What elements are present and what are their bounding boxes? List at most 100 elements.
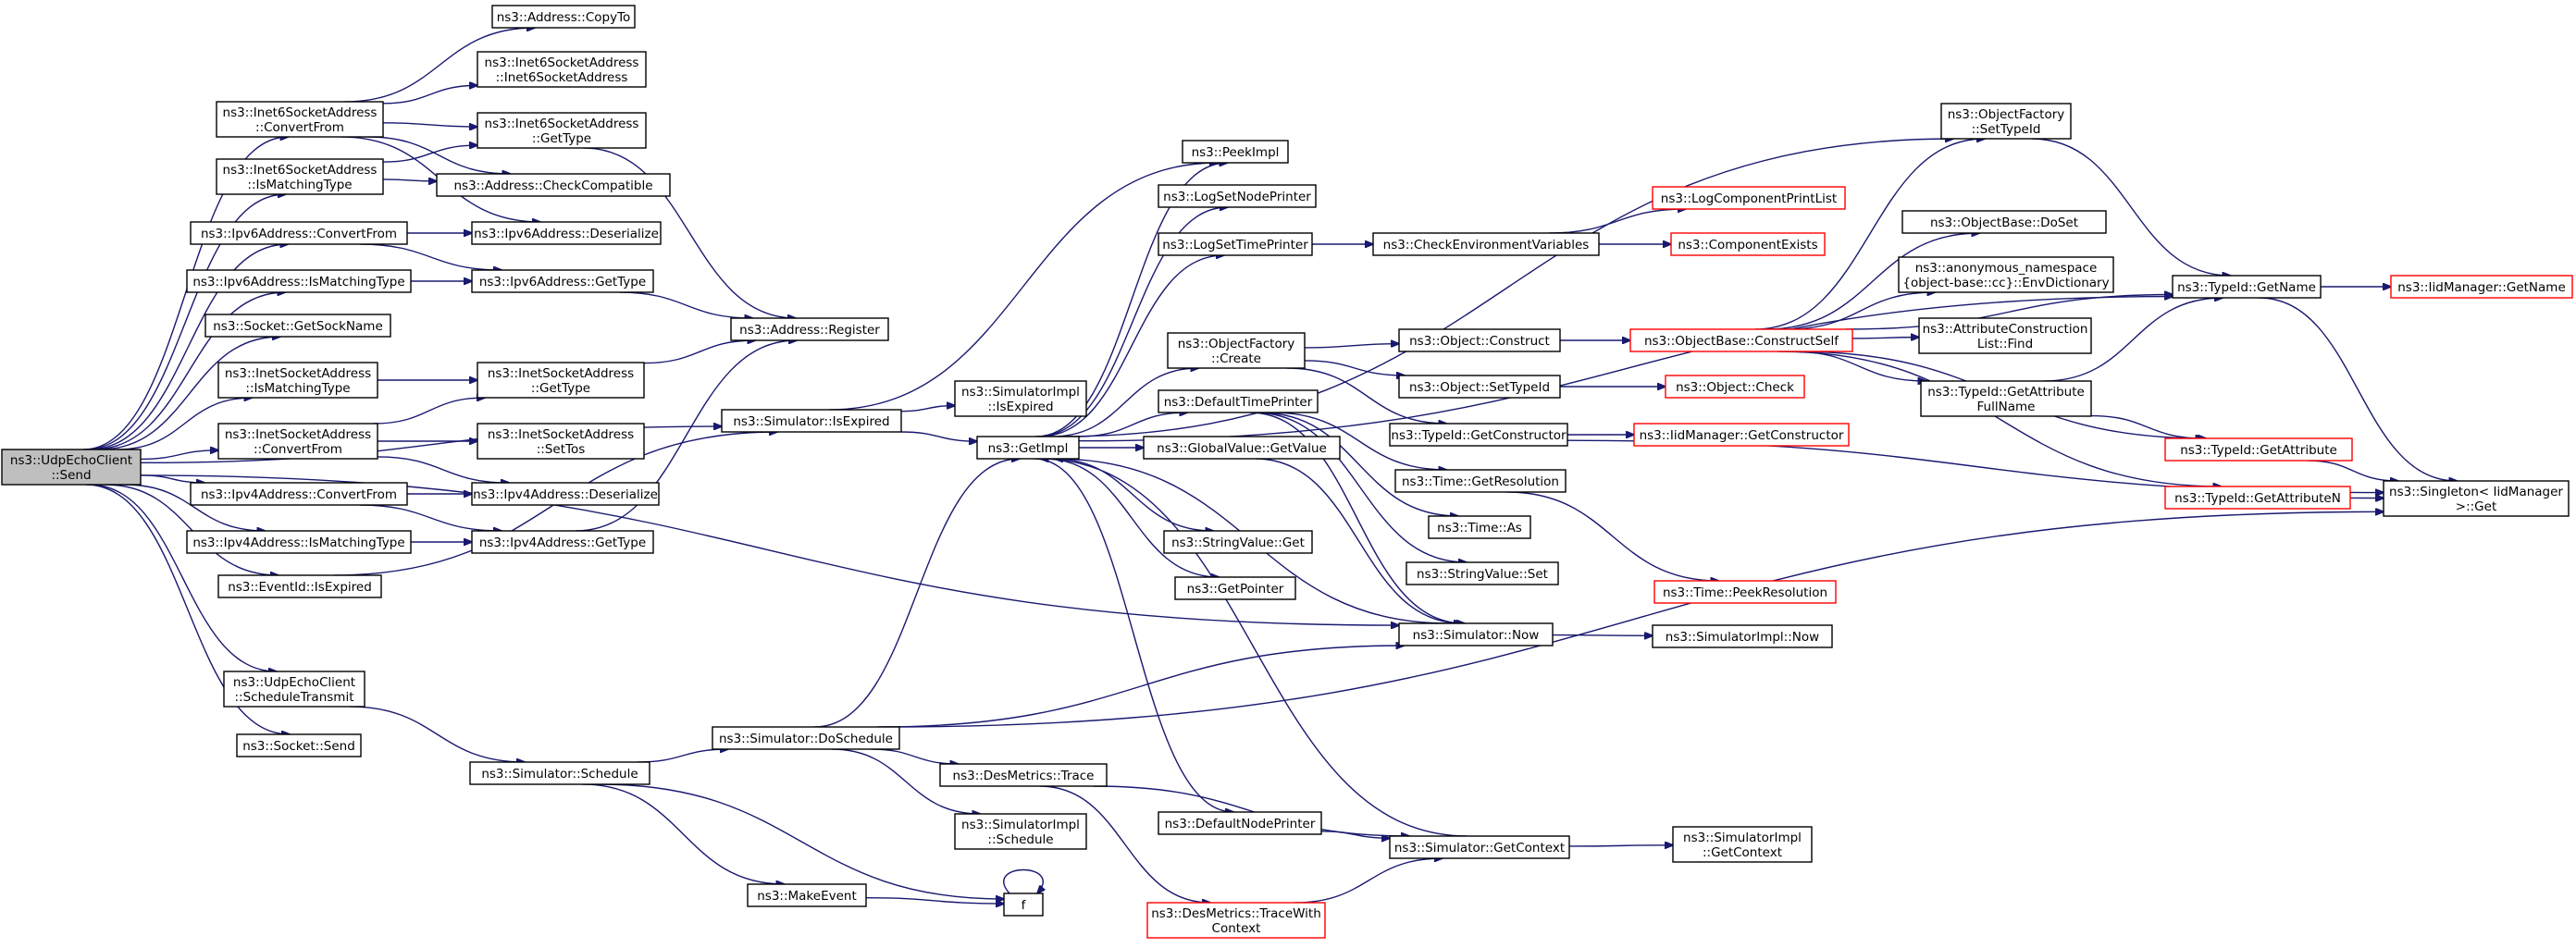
node-defaultnodeprinter[interactable]: ns3::DefaultNodePrinter	[1158, 811, 1322, 835]
node-iidmanager-getconstructor[interactable]: ns3::IidManager::GetConstructor	[1633, 423, 1850, 447]
node-objfactory-settypeid[interactable]: ns3::ObjectFactory::SetTypeId	[1940, 103, 2072, 140]
node-logcomponentprintlist[interactable]: ns3::LogComponentPrintList	[1652, 186, 1846, 210]
node-box	[236, 733, 362, 757]
node-sim-doschedule[interactable]: ns3::Simulator::DoSchedule	[712, 726, 900, 750]
node-object-check[interactable]: ns3::Object::Check	[1665, 375, 1805, 399]
node-isa-ismatching[interactable]: ns3::InetSocketAddress::IsMatchingType	[217, 362, 378, 399]
node-stringvalue-set[interactable]: ns3::StringValue::Set	[1406, 561, 1559, 585]
node-label: ns3::AttributeConstruction	[1923, 322, 2088, 337]
node-time-as[interactable]: ns3::Time::As	[1428, 515, 1531, 539]
node-socket-send[interactable]: ns3::Socket::Send	[236, 733, 362, 757]
node-isa-convertfrom[interactable]: ns3::InetSocketAddress::ConvertFrom	[217, 423, 378, 460]
node-label: ::ConvertFrom	[255, 120, 344, 135]
node-ipv6-ismatching[interactable]: ns3::Ipv6Address::IsMatchingType	[186, 269, 412, 293]
node-label: ns3::TypeId::GetName	[2177, 280, 2316, 295]
node-isa-gettype[interactable]: ns3::InetSocketAddress::GetType	[477, 362, 645, 399]
node-desmetrics-trace[interactable]: ns3::DesMetrics::Trace	[939, 763, 1108, 787]
node-time-getresolution[interactable]: ns3::Time::GetResolution	[1394, 469, 1567, 493]
edge-isa_convertfrom-to-ipv4_deserialize	[377, 456, 509, 483]
node-box	[477, 51, 647, 88]
node-label: ns3::Time::As	[1437, 521, 1522, 536]
node-ipv4-deserialize[interactable]: ns3::Ipv4Address::Deserialize	[471, 482, 660, 506]
node-label: ns3::Ipv6Address::IsMatchingType	[192, 275, 404, 289]
node-peekimpl[interactable]: ns3::PeekImpl	[1182, 140, 1289, 164]
node-uec-scheduletransmit[interactable]: ns3::UdpEchoClient::ScheduleTransmit	[223, 671, 365, 708]
edge-ipv4_convertfrom-to-ipv4_gettype	[359, 504, 502, 531]
node-addr-checkcompat[interactable]: ns3::Address::CheckCompatible	[436, 173, 671, 197]
node-getimpl[interactable]: ns3::GetImpl	[976, 436, 1080, 460]
node-typeid-getname[interactable]: ns3::TypeId::GetName	[2172, 275, 2322, 299]
node-makeevent[interactable]: ns3::MakeEvent	[747, 883, 867, 907]
node-label: ns3::ObjectBase::ConstructSelf	[1644, 334, 1839, 349]
node-globalvalue-getvalue[interactable]: ns3::GlobalValue::GetValue	[1143, 436, 1341, 460]
node-simimpl-schedule[interactable]: ns3::SimulatorImpl::Schedule	[954, 813, 1087, 850]
edge-getimpl-to-logsetnodeprinter	[1036, 207, 1228, 437]
node-objfactory-create[interactable]: ns3::ObjectFactory::Create	[1167, 332, 1306, 369]
node-i6sa-convertfrom[interactable]: ns3::Inet6SocketAddress::ConvertFrom	[216, 101, 384, 138]
node-ipv4-gettype[interactable]: ns3::Ipv4Address::GetType	[471, 530, 654, 554]
node-typeid-getattributen[interactable]: ns3::TypeId::GetAttributeN	[2164, 486, 2351, 510]
edge-root-to-isa_convertfrom	[140, 450, 218, 461]
edge-defaulttimeprinter-to-sim_now	[1249, 412, 1465, 623]
node-box	[477, 423, 645, 460]
node-sim-isexpired[interactable]: ns3::Simulator::IsExpired	[721, 409, 902, 433]
node-label: ns3::SimulatorImpl::Now	[1666, 630, 1819, 645]
node-f[interactable]: f	[1003, 893, 1044, 917]
node-object-settypeid[interactable]: ns3::Object::SetTypeId	[1398, 375, 1561, 399]
node-checkenvvars[interactable]: ns3::CheckEnvironmentVariables	[1372, 232, 1600, 256]
node-object-construct[interactable]: ns3::Object::Construct	[1398, 328, 1561, 352]
node-label: ::GetContext	[1703, 845, 1782, 860]
node-box	[471, 221, 662, 245]
edge-objfactory_settypeid-to-typeid_getname	[2031, 138, 2231, 276]
node-componentexists[interactable]: ns3::ComponentExists	[1670, 232, 1826, 256]
node-ipv4-convertfrom[interactable]: ns3::Ipv4Address::ConvertFrom	[190, 482, 408, 506]
node-simimpl-getcontext[interactable]: ns3::SimulatorImpl::GetContext	[1672, 826, 1813, 863]
node-box	[2164, 486, 2351, 510]
node-sim-now[interactable]: ns3::Simulator::Now	[1398, 622, 1554, 646]
node-sim-getcontext[interactable]: ns3::Simulator::GetContext	[1389, 835, 1570, 859]
node-objbase-doset[interactable]: ns3::ObjectBase::DoSet	[1901, 210, 2107, 234]
node-ipv6-deserialize[interactable]: ns3::Ipv6Address::Deserialize	[471, 221, 662, 245]
node-root[interactable]: ns3::UdpEchoClient::Send	[1, 449, 142, 486]
node-objbase-constructself[interactable]: ns3::ObjectBase::ConstructSelf	[1629, 328, 1853, 352]
node-addr-copyto[interactable]: ns3::Address::CopyTo	[491, 5, 636, 29]
node-i6sa-ismatching[interactable]: ns3::Inet6SocketAddress::IsMatchingType	[216, 158, 384, 195]
node-ipv6-gettype[interactable]: ns3::Ipv6Address::GetType	[471, 269, 654, 293]
node-label: ns3::InetSocketAddress	[225, 427, 371, 442]
node-simimpl-isexpired[interactable]: ns3::SimulatorImpl::IsExpired	[954, 380, 1087, 417]
node-sim-schedule[interactable]: ns3::Simulator::Schedule	[469, 761, 650, 785]
node-simimpl-now[interactable]: ns3::SimulatorImpl::Now	[1652, 624, 1833, 648]
node-box	[477, 362, 645, 399]
node-iidmanager-getname[interactable]: ns3::IidManager::GetName	[2390, 275, 2573, 299]
node-label: ns3::Inet6SocketAddress	[485, 117, 639, 131]
node-logsettimeprinter[interactable]: ns3::LogSetTimePrinter	[1158, 232, 1313, 256]
node-isa-settos[interactable]: ns3::InetSocketAddress::SetTos	[477, 423, 645, 460]
node-label: ns3::Simulator::Schedule	[481, 767, 638, 782]
node-eventid-isexpired[interactable]: ns3::EventId::IsExpired	[217, 574, 382, 598]
node-addr-register[interactable]: ns3::Address::Register	[730, 317, 889, 341]
node-typeid-getconstructor[interactable]: ns3::TypeId::GetConstructor	[1389, 423, 1568, 447]
node-ipv6-convertfrom[interactable]: ns3::Ipv6Address::ConvertFrom	[190, 221, 408, 245]
edge-objbase_constructself-to-typeid_getattributefullname	[1791, 351, 1926, 381]
node-defaulttimeprinter[interactable]: ns3::DefaultTimePrinter	[1158, 389, 1319, 413]
node-label: ns3::Address::CopyTo	[497, 10, 631, 25]
edge-root-to-i6sa_ismatching	[84, 194, 286, 450]
node-label: ns3::Ipv4Address::GetType	[479, 536, 646, 550]
node-i6sa-ctor[interactable]: ns3::Inet6SocketAddress::Inet6SocketAddr…	[477, 51, 647, 88]
node-i6sa-gettype[interactable]: ns3::Inet6SocketAddress::GetType	[477, 112, 647, 149]
node-getpointer[interactable]: ns3::GetPointer	[1174, 576, 1296, 600]
node-logsetnodeprinter[interactable]: ns3::LogSetNodePrinter	[1158, 184, 1317, 208]
node-typeid-getattribute[interactable]: ns3::TypeId::GetAttribute	[2164, 437, 2353, 462]
node-socket-getsockname[interactable]: ns3::Socket::GetSockName	[204, 314, 391, 338]
node-time-peekresolution[interactable]: ns3::Time::PeekResolution	[1653, 580, 1837, 604]
node-singleton-get[interactable]: ns3::Singleton< IidManager >::Get	[2383, 480, 2570, 517]
edge-objbase_constructself-to-objfactory_settypeid	[1754, 139, 1985, 330]
node-ipv4-ismatching[interactable]: ns3::Ipv4Address::IsMatchingType	[186, 530, 412, 554]
node-label: ns3::LogSetTimePrinter	[1162, 238, 1308, 252]
node-box	[1389, 835, 1570, 859]
node-anon-envdict[interactable]: ns3::anonymous_namespace{object-base::cc…	[1898, 256, 2114, 293]
node-stringvalue-get[interactable]: ns3::StringValue::Get	[1163, 530, 1313, 554]
